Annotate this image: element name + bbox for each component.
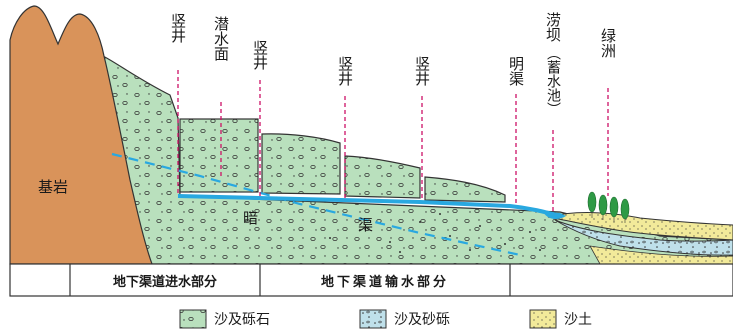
label-shaft-2: 竖井 (251, 40, 269, 71)
gravel-block-2 (261, 133, 341, 195)
water-table-line (111, 152, 521, 257)
legend-swatch-gravel (179, 309, 207, 329)
legend: 沙及砾石 沙及砂砾 沙土 (179, 309, 592, 329)
sand-dots (329, 213, 541, 253)
gravel-block-1 (179, 118, 259, 193)
label-shaft-1: 竖井 (169, 13, 187, 44)
sand-gravel-layer (554, 219, 733, 256)
gravel-block-4 (424, 176, 506, 203)
legend-swatch-sand-gravel (359, 309, 387, 329)
section-transport: 地下渠道输水部分 (321, 274, 449, 290)
legend-label-sand-gravel: 沙及砂砾 (394, 312, 450, 328)
legend-label-gravel: 沙及砾石 (214, 312, 270, 328)
label-reservoir: （蓄水池） (545, 46, 561, 116)
bedrock-mountain (9, 5, 153, 265)
legend-label-sandy-soil: 沙土 (564, 312, 592, 328)
label-shaft-4: 竖井 (413, 56, 431, 87)
label-culvert-1: 暗 (243, 209, 258, 227)
legend-swatch-sandy-soil (529, 309, 557, 329)
label-open-channel: 明渠 (507, 56, 525, 86)
section-intake: 地下渠道进水部分 (113, 274, 217, 290)
label-water-table: 潜水面 (212, 16, 230, 61)
label-bedrock: 基岩 (38, 178, 68, 196)
leader-lines (177, 70, 609, 213)
label-dam: 涝坝 (544, 12, 562, 42)
label-culvert-2: 渠 (358, 216, 373, 234)
sandy-soil-bottom (589, 245, 733, 265)
section-bar (9, 263, 733, 297)
oasis-trees (587, 191, 630, 223)
label-shaft-3: 竖井 (336, 56, 354, 87)
gravel-block-3 (344, 155, 421, 199)
label-oasis: 绿洲 (599, 28, 617, 58)
reservoir-water (543, 212, 566, 220)
